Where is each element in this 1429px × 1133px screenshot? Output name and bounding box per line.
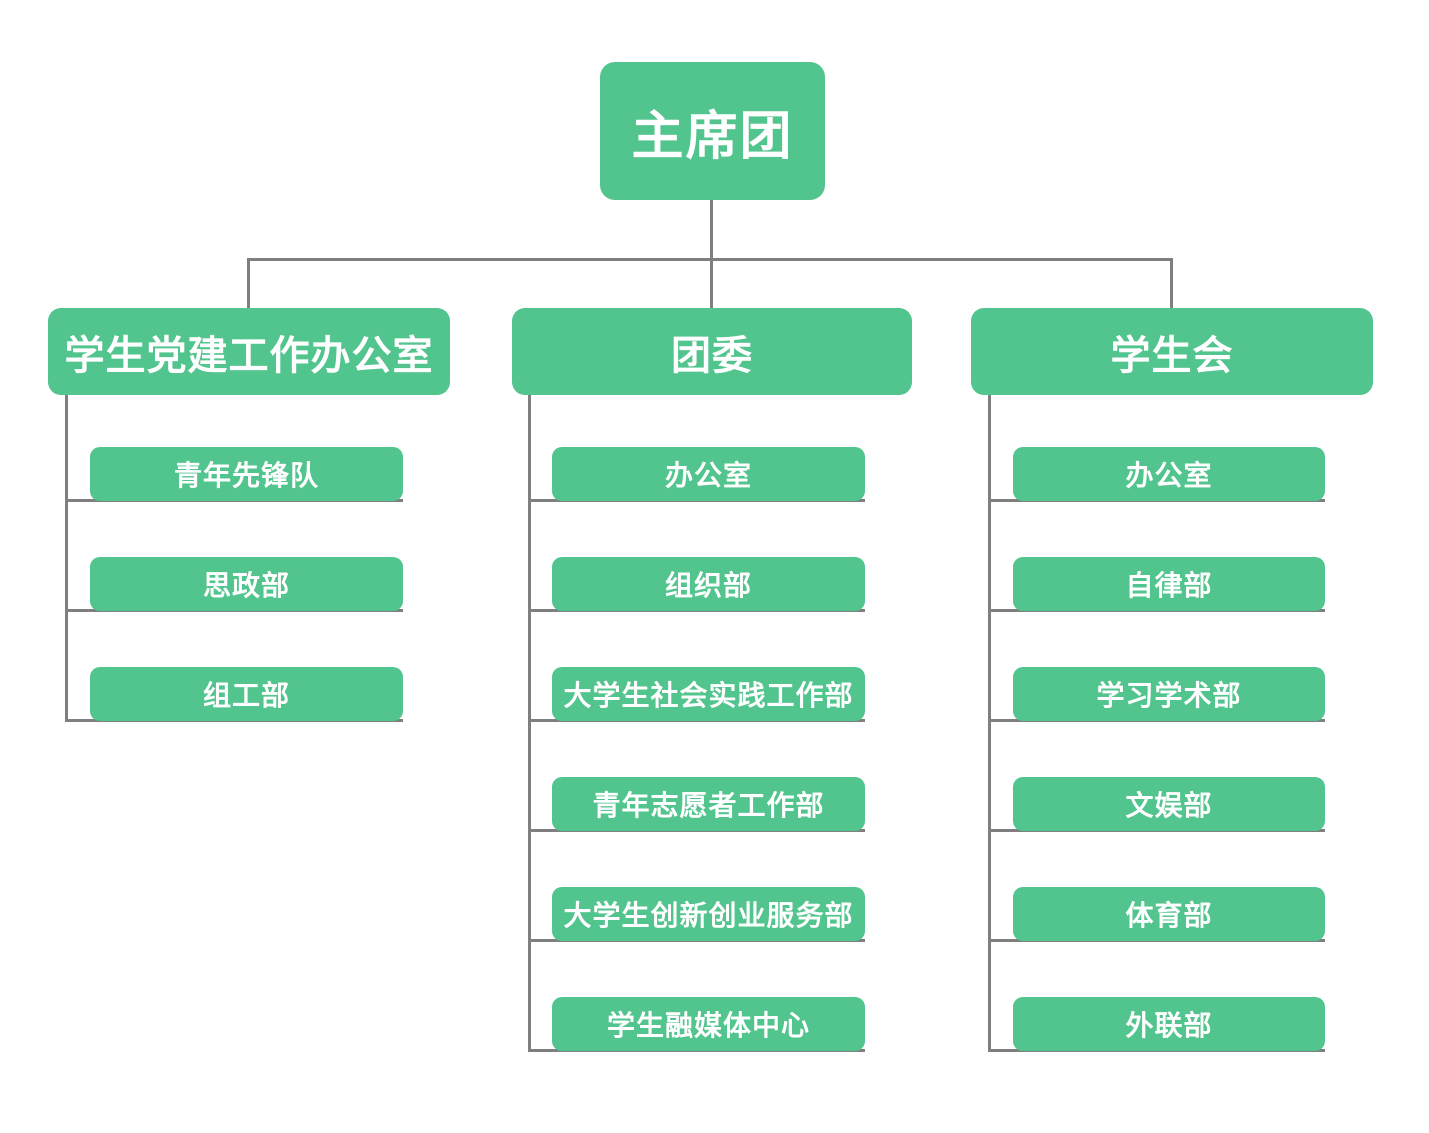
node-su-office: 办公室 [1013, 447, 1325, 501]
node-su-external-relations-dept: 外联部 [1013, 997, 1325, 1051]
node-yl-innovation-service-dept: 大学生创新创业服务部 [552, 887, 865, 941]
node-yl-social-practice-dept: 大学生社会实践工作部 [552, 667, 865, 721]
connector-drop-left-branch [247, 258, 250, 308]
org-node-branch-party-building-office: 学生党建工作办公室 [48, 308, 450, 395]
connector-trunk-branch-3 [988, 395, 991, 1052]
org-node-branch-student-union: 学生会 [971, 308, 1373, 395]
connector-drop-right-branch [1170, 258, 1173, 308]
node-yl-student-media-center: 学生融媒体中心 [552, 997, 865, 1051]
connector-trunk-branch-2 [528, 395, 531, 1052]
node-yl-volunteer-dept: 青年志愿者工作部 [552, 777, 865, 831]
connector-top-horizontal [247, 258, 1173, 261]
org-node-root: 主席团 [600, 62, 825, 200]
connector-trunk-branch-1 [65, 395, 68, 722]
node-su-academic-dept: 学习学术部 [1013, 667, 1325, 721]
node-su-entertainment-dept: 文娱部 [1013, 777, 1325, 831]
node-ideology-politics-dept: 思政部 [90, 557, 403, 611]
node-yl-office: 办公室 [552, 447, 865, 501]
node-org-work-dept: 组工部 [90, 667, 403, 721]
node-youth-pioneer-team: 青年先锋队 [90, 447, 403, 501]
connector-root-vertical [710, 200, 713, 308]
node-su-sports-dept: 体育部 [1013, 887, 1325, 941]
node-yl-organization-dept: 组织部 [552, 557, 865, 611]
node-su-self-discipline-dept: 自律部 [1013, 557, 1325, 611]
org-node-branch-youth-league-committee: 团委 [512, 308, 912, 395]
